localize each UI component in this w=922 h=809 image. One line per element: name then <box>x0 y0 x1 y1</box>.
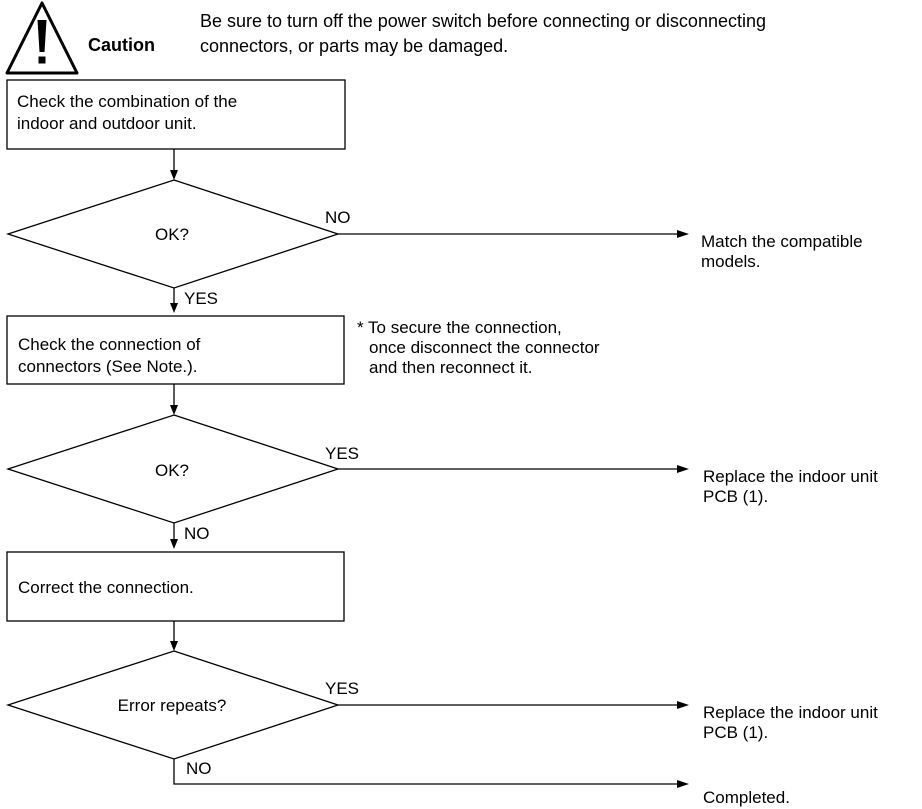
arrowhead-decision2-yes <box>677 465 689 473</box>
decision1-no-label: NO <box>325 208 351 227</box>
result1-text-line2: models. <box>701 252 761 271</box>
result1-text-line1: Match the compatible <box>701 232 863 251</box>
note-line1: * To secure the connection, <box>357 318 562 337</box>
step1-text-line2: indoor and outdoor unit. <box>17 114 197 133</box>
decision3-label: Error repeats? <box>118 696 227 715</box>
result2-text-line2: PCB (1). <box>703 487 768 506</box>
step1-text-line1: Check the combination of the <box>17 92 237 111</box>
note-line2: once disconnect the connector <box>369 338 600 357</box>
decision1-yes-label: YES <box>184 289 218 308</box>
arrowhead-decision3-yes <box>677 701 689 709</box>
arrowhead-decision2-no <box>170 539 178 549</box>
step-box-correct-connection <box>6 551 345 622</box>
result3-text-line1: Replace the indoor unit <box>703 703 878 722</box>
arrowhead-decision3-no <box>677 780 689 788</box>
caution-text-line1: Be sure to turn off the power switch bef… <box>200 11 766 31</box>
decision3-no-label: NO <box>186 759 212 778</box>
decision3-yes-label: YES <box>325 679 359 698</box>
caution-label: Caution <box>88 35 155 55</box>
step-box-check-connection <box>6 315 345 385</box>
result3-text-line2: PCB (1). <box>703 723 768 742</box>
decision2-yes-label: YES <box>325 444 359 463</box>
step-box-check-combination <box>6 79 346 150</box>
step2-text-line2: connectors (See Note.). <box>18 357 198 376</box>
step2-text-line1: Check the connection of <box>18 335 201 354</box>
arrowhead-decision1-yes <box>170 303 178 313</box>
note-line3: and then reconnect it. <box>369 358 533 377</box>
caution-text-line2: connectors, or parts may be damaged. <box>200 36 508 56</box>
decision2-label: OK? <box>155 461 189 480</box>
decision1-label: OK? <box>155 225 189 244</box>
warning-triangle-icon <box>5 1 79 75</box>
arrowhead-step1-decision1 <box>170 170 178 180</box>
step3-text-line1: Correct the connection. <box>18 578 194 597</box>
connector-decision3-no <box>173 759 677 785</box>
arrowhead-decision1-no <box>677 230 689 238</box>
arrowhead-step3-decision3 <box>170 641 178 651</box>
arrowhead-step2-decision2 <box>170 405 178 415</box>
result4-text-line1: Completed. <box>703 788 790 807</box>
decision2-no-label: NO <box>184 524 210 543</box>
result2-text-line1: Replace the indoor unit <box>703 467 878 486</box>
